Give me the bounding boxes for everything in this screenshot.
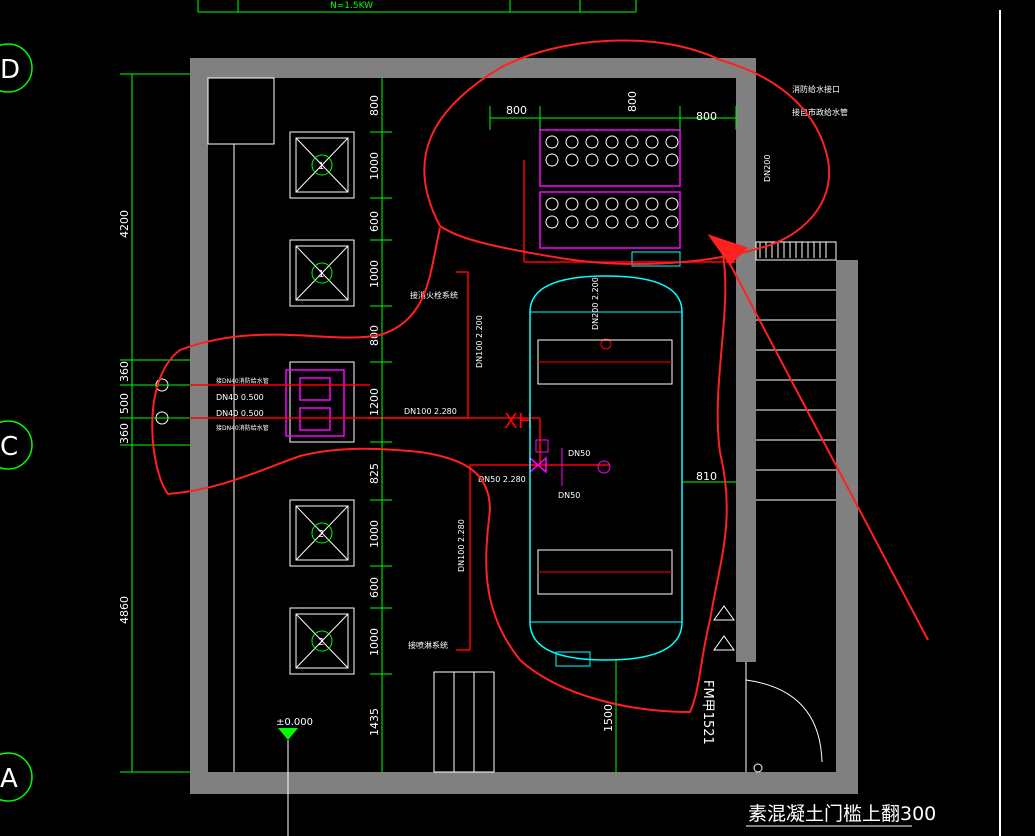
- dim-text: 800: [696, 110, 717, 123]
- dim-text: 600: [368, 577, 381, 598]
- axis-bubble-d: D: [0, 55, 20, 85]
- pipe-label: DN50: [558, 491, 580, 500]
- dim-text: 810: [696, 470, 717, 483]
- pipe-label: DN50: [568, 449, 590, 458]
- dim-text: 1000: [368, 520, 381, 548]
- elevation-label: ±0.000: [276, 717, 313, 728]
- pressure-tank: [529, 275, 683, 667]
- note: 接DN40消防给水管: [216, 424, 269, 432]
- door-label: FM甲1521: [700, 680, 715, 745]
- valves: XH: [504, 338, 612, 486]
- dim-text: 360: [118, 361, 131, 382]
- note: 接消火栓系统: [410, 290, 458, 300]
- elevation-marker: ±0.000: [276, 717, 313, 836]
- dim-text: 4200: [118, 210, 131, 238]
- dim-text: 1200: [368, 388, 381, 416]
- room-walls: [190, 58, 858, 794]
- dimension-lines: [120, 73, 737, 773]
- unit-label: 1: [318, 161, 324, 172]
- unit-label: 2: [318, 529, 324, 540]
- pipes: [368, 160, 736, 651]
- dim-text: 800: [368, 95, 381, 116]
- dim-text: 800: [626, 91, 639, 112]
- pump-unit-1a: 1: [289, 131, 355, 199]
- dim-text: 600: [368, 211, 381, 232]
- dim-text: 1000: [368, 260, 381, 288]
- pipe-label: DN40 0.500: [216, 409, 264, 418]
- dim-text: 4860: [118, 596, 131, 624]
- svg-text:XH: XH: [504, 409, 533, 433]
- axis-bubble-a: A: [0, 764, 18, 794]
- pump-array: [539, 129, 681, 267]
- booster-pump-assembly: [155, 361, 370, 443]
- dim-text: 1000: [368, 628, 381, 656]
- bottom-note: 素混凝土门槛上翻300: [748, 803, 936, 825]
- pump-unit-1b: 1: [289, 239, 355, 307]
- pump-unit-2a: 2: [289, 499, 355, 567]
- pipe-label: DN200 2.200: [591, 277, 600, 330]
- dimension-texts: 4200 360 500 360 4860 800 1000 600 1000 …: [118, 91, 772, 736]
- note: 消防给水接口: [792, 84, 840, 94]
- power-rating: N=1.5KW: [330, 1, 373, 11]
- dim-text: 500: [118, 393, 131, 414]
- red-annotation: [151, 39, 929, 714]
- note: 接自市政给水管: [792, 107, 848, 117]
- note: 接喷淋系统: [408, 640, 448, 650]
- stair-hatch: [756, 242, 836, 501]
- title-block: N=1.5KW: [197, 0, 637, 13]
- pipe-label: DN40 0.500: [216, 393, 264, 402]
- dim-text: 800: [506, 104, 527, 117]
- unit-label: 1: [318, 269, 324, 280]
- note: 接DN40消防给水管: [216, 377, 269, 385]
- axis-bubbles: D C A: [0, 43, 33, 802]
- pipe-label: DN100 2.280: [457, 519, 466, 572]
- pump-unit-2b: 2: [289, 607, 355, 675]
- pipe-label: DN100 2.200: [475, 315, 484, 368]
- pipe-labels: DN100 2.280 DN50 2.280 DN40 0.500 DN40 0…: [216, 84, 848, 650]
- unit-label: 2: [318, 637, 324, 648]
- door: FM甲1521: [700, 605, 823, 773]
- dim-text: 825: [368, 463, 381, 484]
- dim-text: 1435: [368, 708, 381, 736]
- dim-text: 1000: [368, 152, 381, 180]
- pipe-label: DN50 2.280: [478, 475, 526, 484]
- axis-bubble-c: C: [0, 432, 18, 462]
- dim-text: 1500: [602, 704, 615, 732]
- pipe-label: DN100 2.280: [404, 407, 457, 416]
- dim-text: DN200: [763, 155, 772, 182]
- dim-text: 360: [118, 423, 131, 444]
- left-partition: [207, 77, 495, 773]
